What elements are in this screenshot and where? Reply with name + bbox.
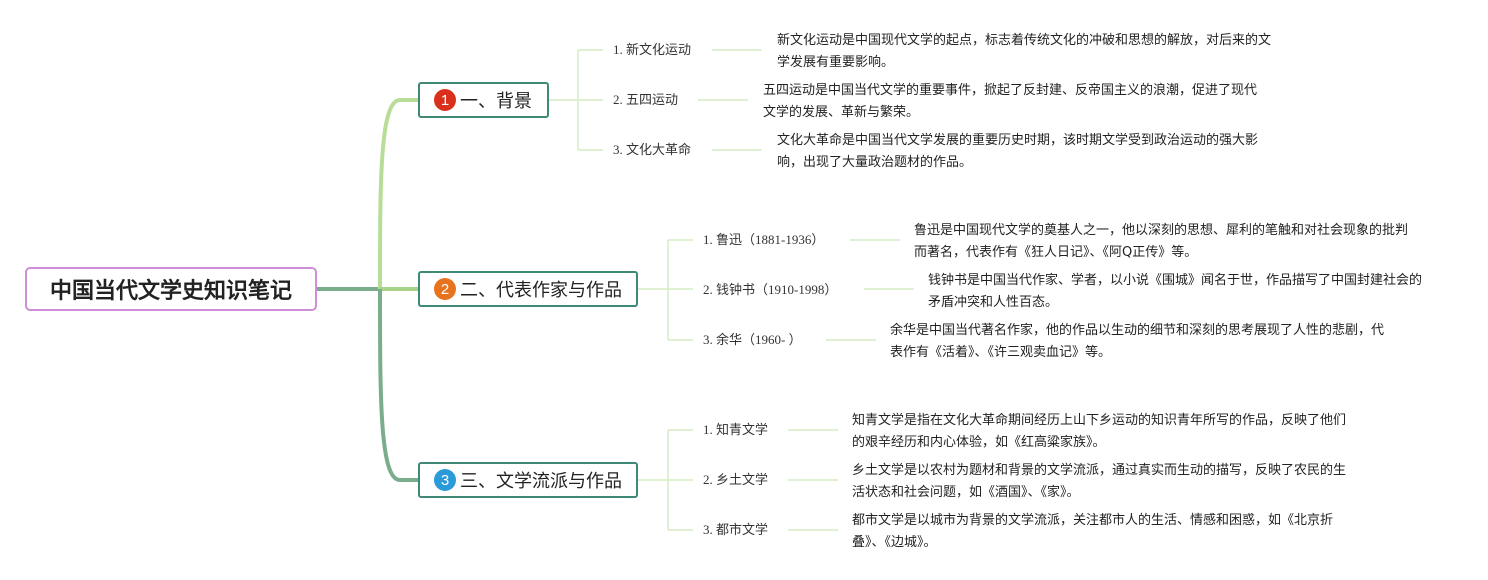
subtopic-xiangtu[interactable]: 2. 乡土文学	[703, 472, 769, 487]
number-2-icon: 2	[434, 278, 456, 300]
note-dushi: 都市文学是以城市为背景的文学流派，关注都市人的生活、情感和困惑，如《北京折叠》、…	[852, 513, 1334, 550]
subtopic-wenge[interactable]: 3. 文化大革命	[613, 142, 692, 157]
note-luxun: 鲁迅是中国现代文学的奠基人之一，他以深刻的思想、犀利的笔触和对社会现象的批判而著…	[914, 223, 1409, 260]
section-background[interactable]: 1 一、背景	[418, 82, 549, 118]
subtopic-qianzhongshu[interactable]: 2. 钱钟书（1910-1998）	[703, 282, 838, 297]
note-xiangtu: 乡土文学是以农村为题材和背景的文学流派，通过真实而生动的描写，反映了农民的生活状…	[852, 463, 1347, 500]
note-xinwenhua: 新文化运动是中国现代文学的起点，标志着传统文化的冲破和思想的解放，对后来的文学发…	[777, 33, 1272, 70]
number-3-icon: 3	[434, 469, 456, 491]
subtopic-yuhua[interactable]: 3. 余华（1960- ）	[703, 332, 802, 347]
note-yuhua: 余华是中国当代著名作家，他的作品以生动的细节和深刻的思考展现了人性的悲剧，代表作…	[890, 323, 1385, 360]
subtopic-dushi[interactable]: 3. 都市文学	[703, 522, 769, 537]
connector-section-1	[378, 98, 420, 290]
note-zhiqing: 知青文学是指在文化大革命期间经历上山下乡运动的知识青年所写的作品，反映了他们的艰…	[852, 413, 1347, 450]
root-topic[interactable]: 中国当代文学史知识笔记	[25, 267, 317, 311]
subtopic-xinwenhua[interactable]: 1. 新文化运动	[613, 42, 692, 57]
note-wusi: 五四运动是中国当代文学的重要事件，掀起了反封建、反帝国主义的浪潮，促进了现代文学…	[763, 83, 1258, 120]
section-title: 二、代表作家与作品	[460, 280, 622, 301]
section-title: 三、文学流派与作品	[460, 471, 622, 492]
section-schools-works[interactable]: 3 三、文学流派与作品	[418, 462, 638, 498]
note-qianzhongshu: 钱钟书是中国当代作家、学者，以小说《围城》闻名于世，作品描写了中国封建社会的矛盾…	[928, 273, 1423, 310]
subtopic-luxun[interactable]: 1. 鲁迅（1881-1936）	[703, 232, 825, 247]
section-authors-works[interactable]: 2 二、代表作家与作品	[418, 271, 638, 307]
subtopic-wusi[interactable]: 2. 五四运动	[613, 92, 679, 107]
section-title: 一、背景	[460, 91, 532, 112]
number-1-icon: 1	[434, 89, 456, 111]
note-wenge: 文化大革命是中国当代文学发展的重要历史时期，该时期文学受到政治运动的强大影响，出…	[777, 133, 1259, 170]
connector-section-3	[378, 288, 420, 482]
root-title: 中国当代文学史知识笔记	[49, 279, 292, 304]
subtopic-zhiqing[interactable]: 1. 知青文学	[703, 422, 769, 437]
